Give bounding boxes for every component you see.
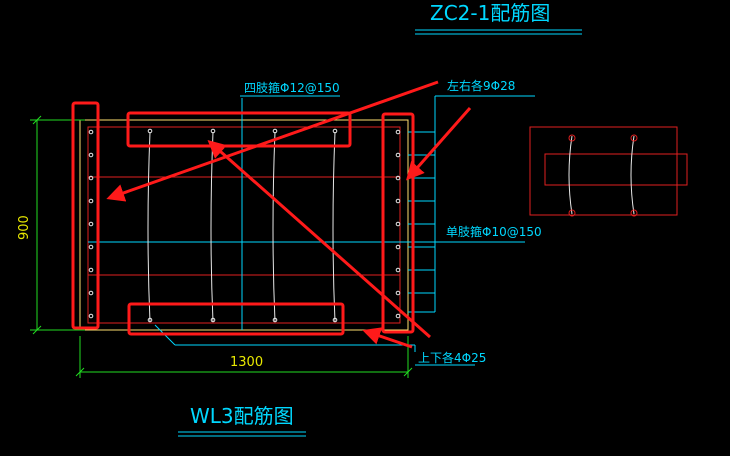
arrow-to-top-row xyxy=(207,140,431,339)
top-bottom-bars-label: 上下各4Φ25 xyxy=(418,350,486,365)
section-outline xyxy=(79,119,409,331)
highlight-boxes xyxy=(71,101,415,336)
left-rebar-column xyxy=(88,129,94,319)
top-title: ZC2-1配筋图 xyxy=(415,1,582,35)
highlight-bottom-row xyxy=(127,302,345,336)
height-dimension xyxy=(30,115,85,335)
height-dimension-text: 900 xyxy=(17,215,32,240)
outer-stirrup xyxy=(87,126,401,324)
bottom-title-text: WL3配筋图 xyxy=(190,404,294,428)
highlight-left-column xyxy=(71,101,100,330)
width-dimension xyxy=(75,336,413,378)
highlight-top-row xyxy=(126,111,352,148)
single-leg-stirrup-label: 单肢箍Φ10@150 xyxy=(446,224,542,239)
center-lines xyxy=(88,98,400,330)
top-title-text: ZC2-1配筋图 xyxy=(430,1,550,25)
top-rebar-row xyxy=(147,128,338,134)
stirrup-detail xyxy=(529,126,688,217)
width-dimension-text: 1300 xyxy=(230,355,263,370)
side-bars-label: 左右各9Φ28 xyxy=(447,78,515,93)
bottom-rebar-row xyxy=(147,317,338,323)
arrow-to-left-column xyxy=(106,80,439,202)
four-leg-stirrup-label: 四肢箍Φ12@150 xyxy=(244,80,340,95)
arrow-to-right-column xyxy=(406,107,472,181)
arrow-to-bottom-row xyxy=(362,327,413,349)
annotation-arrows xyxy=(106,80,472,349)
horizontal-tie-lines xyxy=(88,176,400,276)
right-rebar-column xyxy=(395,129,401,319)
bottom-title: WL3配筋图 xyxy=(178,404,306,437)
highlight-right-column xyxy=(381,112,415,334)
